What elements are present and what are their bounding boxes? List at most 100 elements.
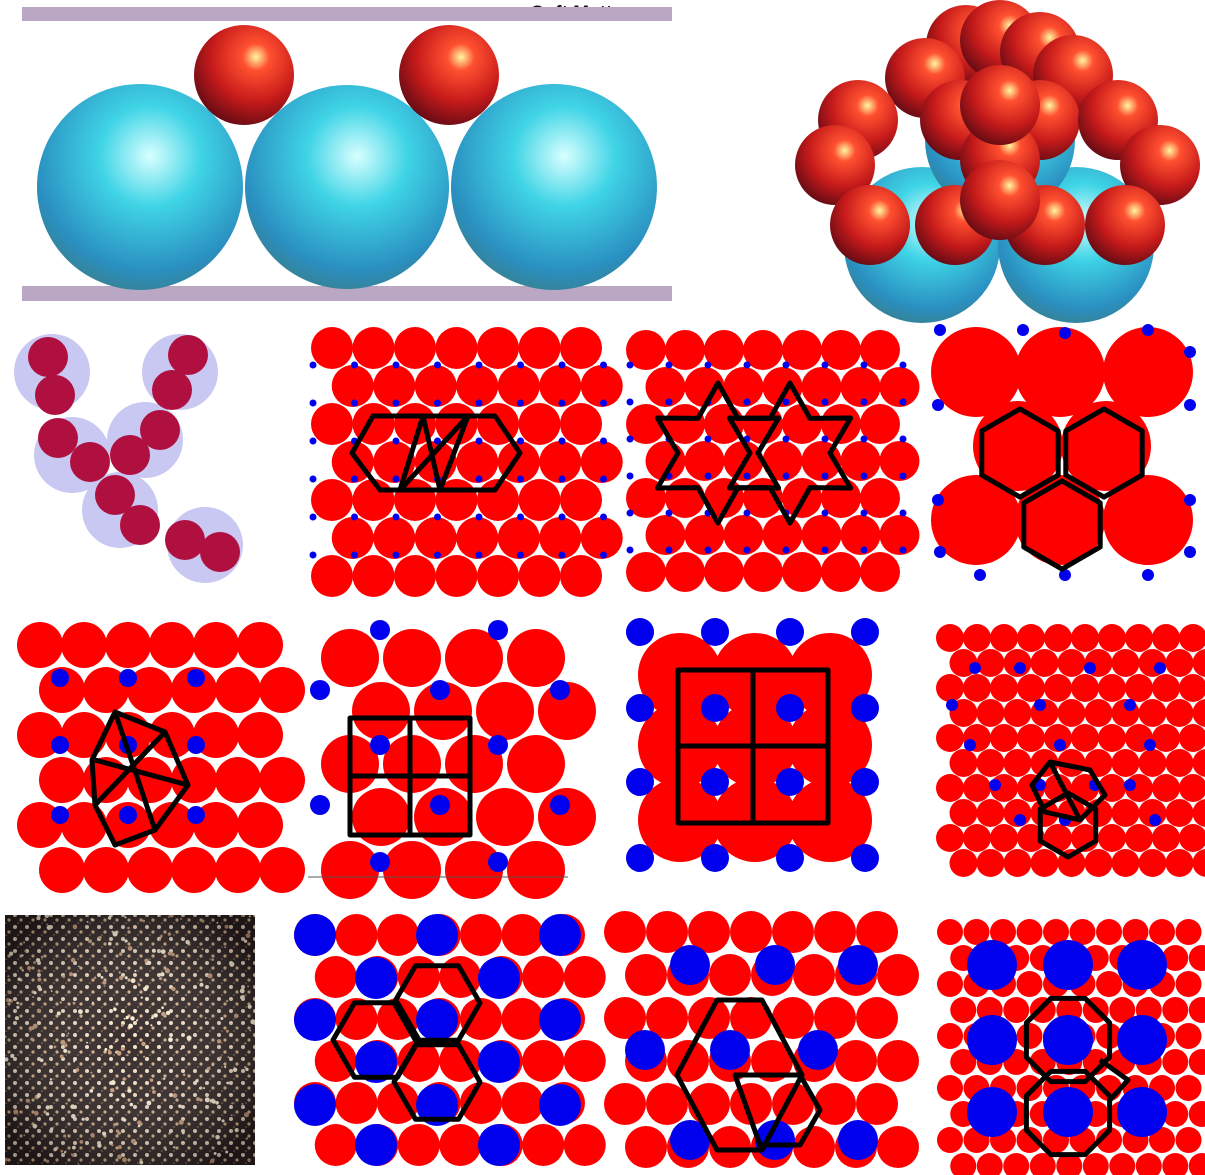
small-particle (838, 1120, 878, 1160)
large-particle (936, 774, 964, 802)
small-particle (558, 361, 566, 369)
large-particle (688, 911, 730, 953)
large-particle (1138, 699, 1167, 727)
large-particle (580, 517, 623, 559)
large-particle (1179, 624, 1205, 652)
small-particle (755, 1120, 795, 1160)
large-particle (751, 1040, 793, 1082)
large-particle (667, 1040, 709, 1082)
small-particle (434, 437, 441, 445)
small-particle (776, 618, 804, 646)
large-particle (497, 365, 540, 407)
small-particle (558, 399, 566, 407)
small-particle (701, 844, 729, 872)
large-particle (331, 365, 374, 407)
small-particle (119, 669, 137, 687)
large-particle (1192, 749, 1205, 777)
small-particle (967, 1015, 1017, 1065)
large-particle (1103, 327, 1193, 417)
dimer-bead (70, 442, 110, 482)
large-particle (931, 475, 1021, 565)
large-particle (1017, 674, 1045, 702)
large-particle (821, 552, 861, 592)
tiling-polygon (397, 413, 523, 493)
large-particle (1084, 749, 1113, 777)
large-particle (782, 330, 822, 370)
large-particle (1098, 724, 1126, 752)
large-particle (539, 365, 582, 407)
small-particle (475, 361, 483, 369)
small-particle (416, 1084, 458, 1126)
large-particle (1071, 724, 1099, 752)
lattice-square-triangle-hexagon-tiling (309, 327, 623, 597)
tiling-hexagon (674, 997, 805, 1153)
small-particle (488, 852, 508, 872)
small-particle (626, 546, 634, 554)
small-particle (626, 768, 654, 796)
small-particle (355, 957, 397, 999)
small-particle (821, 472, 829, 480)
small-particle (392, 475, 400, 483)
large-particle (976, 699, 1005, 727)
large-particle (963, 919, 990, 945)
large-particle (538, 788, 596, 846)
large-particle (171, 847, 217, 893)
large-particle (383, 629, 441, 687)
large-particle (1125, 824, 1153, 852)
large-particle (321, 629, 379, 687)
large-particle (950, 1049, 977, 1075)
small-particle (355, 1041, 397, 1083)
large-particle (1165, 649, 1194, 677)
large-particle (1084, 849, 1113, 877)
small-particle (475, 399, 483, 407)
large-particle (1138, 749, 1167, 777)
small-particle (1184, 546, 1196, 558)
large-particle (1056, 1153, 1083, 1175)
small-particle (932, 399, 944, 411)
tiling-octagon (1023, 1068, 1113, 1158)
large-particle (1192, 649, 1205, 677)
large-particle (1098, 824, 1126, 852)
large-particle (397, 956, 440, 998)
small-sphere (194, 25, 294, 125)
large-particle (976, 849, 1005, 877)
large-particle (539, 517, 582, 559)
large-particle (507, 735, 565, 793)
large-particle (604, 1083, 646, 1125)
large-particle (856, 1083, 898, 1125)
large-particle (626, 330, 666, 370)
large-particle (665, 404, 705, 444)
large-particle (563, 956, 606, 998)
large-particle (476, 788, 534, 846)
small-particle (626, 472, 634, 480)
small-particle (851, 694, 879, 722)
large-particle (840, 367, 881, 407)
large-particle (990, 824, 1018, 852)
small-particle (967, 1087, 1017, 1137)
large-particle (373, 365, 416, 407)
small-particle (860, 361, 868, 369)
small-particle (478, 1124, 520, 1166)
small-particle (539, 914, 581, 956)
large-particle (625, 954, 667, 996)
tiling-polygon (89, 709, 191, 848)
large-particle (990, 624, 1018, 652)
large-particle (684, 441, 725, 481)
large-particle (1109, 997, 1136, 1023)
large-particle (1016, 919, 1043, 945)
small-particle (1043, 1015, 1093, 1065)
large-particle (1044, 624, 1072, 652)
large-particle (821, 404, 861, 444)
small-particle (665, 509, 673, 517)
small-particle (782, 361, 790, 369)
large-particle (723, 515, 764, 555)
small-particle (517, 437, 524, 445)
small-particle (434, 399, 441, 407)
large-particle (311, 327, 353, 369)
lattice-star-tiling (626, 330, 920, 592)
small-particle (701, 618, 729, 646)
small-particle (600, 399, 607, 407)
large-particle (936, 824, 964, 852)
large-particle (743, 552, 783, 592)
large-particle (1016, 1023, 1043, 1049)
